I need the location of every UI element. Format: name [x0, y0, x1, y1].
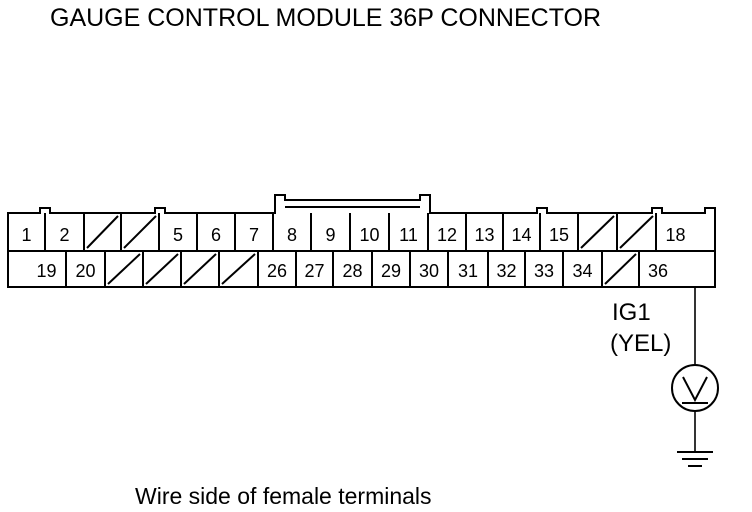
terminal-10: 10 — [359, 225, 379, 245]
unused-cavity — [86, 215, 119, 249]
terminal-5: 5 — [173, 225, 183, 245]
terminal-36: 36 — [648, 261, 668, 281]
terminal-28: 28 — [342, 261, 362, 281]
terminal-30: 30 — [419, 261, 439, 281]
terminal-20: 20 — [75, 261, 95, 281]
ground-icon — [677, 411, 713, 467]
terminal-8: 8 — [287, 225, 297, 245]
unused-cavity — [145, 253, 179, 285]
wire-color-label: (YEL) — [610, 330, 671, 357]
terminal-26: 26 — [267, 261, 287, 281]
diagram-title: GAUGE CONTROL MODULE 36P CONNECTOR — [50, 4, 601, 32]
terminal-31: 31 — [458, 261, 478, 281]
unused-cavity — [123, 215, 157, 249]
voltmeter-icon — [671, 364, 719, 412]
unused-cavity — [221, 253, 256, 285]
terminal-7: 7 — [249, 225, 259, 245]
terminal-13: 13 — [474, 225, 494, 245]
terminal-27: 27 — [304, 261, 324, 281]
terminal-2: 2 — [59, 225, 69, 245]
terminal-14: 14 — [511, 225, 531, 245]
connector-housing — [7, 194, 716, 288]
terminal-9: 9 — [325, 225, 335, 245]
unused-cavity — [183, 253, 217, 285]
terminal-34: 34 — [572, 261, 592, 281]
terminal-15: 15 — [549, 225, 569, 245]
terminal-32: 32 — [496, 261, 516, 281]
terminal-33: 33 — [534, 261, 554, 281]
terminal-12: 12 — [437, 225, 457, 245]
terminal-6: 6 — [211, 225, 221, 245]
unused-cavity — [619, 215, 654, 249]
unused-cavity — [107, 253, 141, 285]
unused-cavity — [580, 215, 615, 249]
terminal-19: 19 — [36, 261, 56, 281]
terminal-1: 1 — [21, 225, 31, 245]
terminal-11: 11 — [399, 225, 418, 245]
terminal-row-2: 19 20 26 27 28 29 30 31 32 33 34 36 — [36, 251, 668, 287]
terminal-18: 18 — [665, 225, 685, 245]
unused-cavity — [604, 253, 637, 285]
diagram-caption: Wire side of female terminals — [135, 483, 432, 509]
signal-label: IG1 — [612, 299, 651, 326]
terminal-29: 29 — [381, 261, 401, 281]
